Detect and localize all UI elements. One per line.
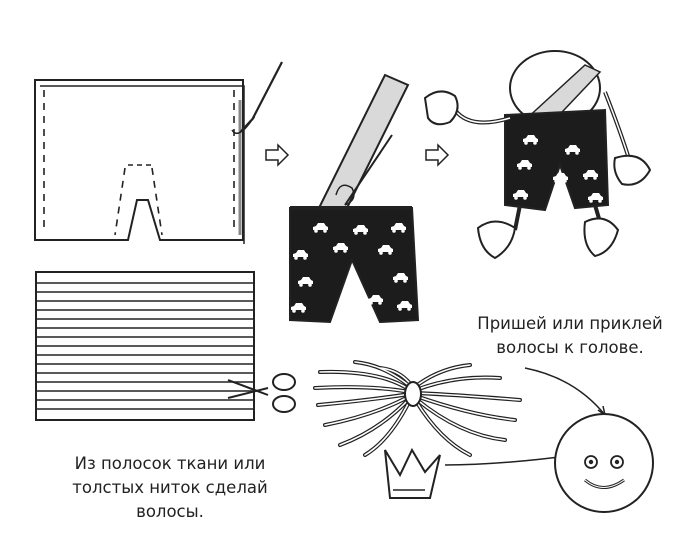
fabric-pattern-step	[34, 61, 283, 244]
caption-make-hair: Из полосок ткани или толстых ниток сдела…	[40, 452, 300, 524]
yarn-knot	[404, 381, 422, 407]
hair-to-head-arrow	[524, 367, 607, 417]
next-step-arrow	[265, 143, 290, 167]
caption-attach-hair-line2: волосы к голове.	[496, 338, 644, 357]
smiley-head	[554, 413, 654, 513]
scissors-icon	[227, 373, 296, 413]
caption-attach-hair-line1: Пришей или приклей	[477, 314, 663, 333]
caption-make-hair-line2: толстых ниток сделай	[72, 478, 268, 497]
caption-attach-hair: Пришей или приклей волосы к голове.	[470, 312, 670, 360]
caption-make-hair-line1: Из полосок ткани или	[74, 454, 266, 473]
next-step-arrow	[425, 143, 450, 167]
assembled-figure	[423, 50, 652, 260]
yarn-bundle-highlight	[314, 361, 521, 456]
shorts-step	[289, 73, 420, 324]
fabric-strips	[35, 271, 255, 421]
yarn-bundle	[313, 360, 522, 457]
caption-make-hair-line3: волосы.	[136, 502, 204, 521]
zigzag-cutout	[384, 447, 441, 499]
